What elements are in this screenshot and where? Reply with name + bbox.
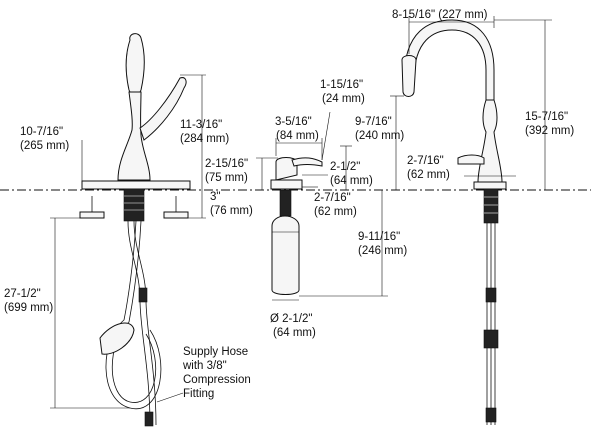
front-faucet-body — [477, 99, 503, 183]
front-spout-arch — [403, 19, 495, 101]
side-bracket-left — [79, 211, 105, 219]
soap-nozzle — [291, 157, 323, 167]
soap-flange-label-mm: (62 mm) — [314, 206, 357, 218]
side-hose-weight — [99, 322, 135, 355]
soap-bottle-label-in: 9-11/16" — [358, 231, 400, 243]
side-width-label-in: 10-7/16" — [20, 126, 63, 138]
soap-head-height-label-in: 2-15/16" — [205, 158, 248, 170]
side-handle-lever — [139, 77, 187, 141]
soap-spout-height-label-in: 9-7/16" — [355, 116, 392, 128]
front-deck-plate — [473, 181, 507, 190]
side-height-label-mm: (284 mm) — [180, 133, 229, 145]
soap-head-height-label-mm: (75 mm) — [205, 172, 248, 184]
side-bracket-right — [163, 211, 189, 219]
front-view-faucet — [401, 19, 507, 425]
soap-flange-label-in: 2-7/16" — [314, 192, 351, 204]
side-width-label-mm: (265 mm) — [20, 140, 69, 152]
hose-length-label-in: 27-1/2" — [4, 288, 41, 300]
side-deck-plate — [81, 180, 191, 190]
front-total-height-label-in: 15-7/16" — [525, 111, 568, 123]
soap-spout-height-label-mm: (240 mm) — [355, 130, 404, 142]
deck-thickness-label-in: 3" — [210, 191, 220, 203]
front-base-label-in: 2-7/16" — [407, 155, 444, 167]
soap-pump-head — [275, 157, 298, 181]
side-spray-hose-loop — [105, 220, 162, 410]
front-reach-label: 8-15/16" (227 mm) — [392, 9, 488, 21]
supply-hose-note-line-4: Fitting — [183, 388, 214, 400]
side-height-label-in: 11-3/16" — [180, 119, 222, 131]
side-spray-head — [125, 33, 145, 95]
side-faucet-body — [117, 91, 151, 181]
front-hose-fitting — [485, 287, 497, 303]
front-spray-head — [401, 55, 417, 97]
soap-flange — [270, 179, 303, 190]
soap-dispenser — [270, 157, 323, 295]
front-reach-label-mm: (227 mm) — [438, 9, 487, 21]
soap-bottle-dia-label-in: Ø 2-1/2" — [270, 313, 312, 325]
soap-reach-label-in: 3-5/16" — [275, 116, 312, 128]
front-total-height-label-mm: (392 mm) — [525, 125, 574, 137]
soap-shank — [279, 189, 292, 217]
soap-reach-label-mm: (84 mm) — [276, 130, 319, 142]
supply-hose-note-line-3: Compression — [183, 374, 251, 386]
front-shank — [483, 188, 499, 224]
soap-nozzle-label-mm: (24 mm) — [322, 93, 365, 105]
front-hose-weight — [483, 329, 499, 349]
front-handle — [457, 154, 485, 165]
soap-base-dia-label-in: 2-1/2" — [330, 161, 360, 173]
supply-hose-note-line-2: with 3/8" — [182, 360, 227, 372]
soap-nozzle-label-in: 1-15/16" — [320, 79, 363, 91]
side-hose-fitting — [138, 287, 148, 303]
side-supply-hose-2 — [133, 220, 157, 426]
hose-length-label-mm: (699 mm) — [4, 302, 53, 314]
supply-hose-note-line-1: Supply Hose — [183, 346, 248, 358]
front-reach-label-in: 8-15/16" — [392, 9, 435, 21]
supply-hose-note: Supply Hose with 3/8" Compression Fittin… — [156, 346, 251, 403]
deck-thickness-label-mm: (76 mm) — [210, 205, 253, 217]
front-base-label-mm: (62 mm) — [407, 169, 450, 181]
soap-base-dia-label-mm: (64 mm) — [330, 175, 373, 187]
soap-bottle — [271, 215, 300, 295]
soap-bottle-label-mm: (246 mm) — [358, 245, 407, 257]
soap-bottle-dia-label-mm: (64 mm) — [273, 327, 316, 339]
side-shank — [123, 188, 145, 222]
side-view-faucet — [79, 33, 191, 427]
